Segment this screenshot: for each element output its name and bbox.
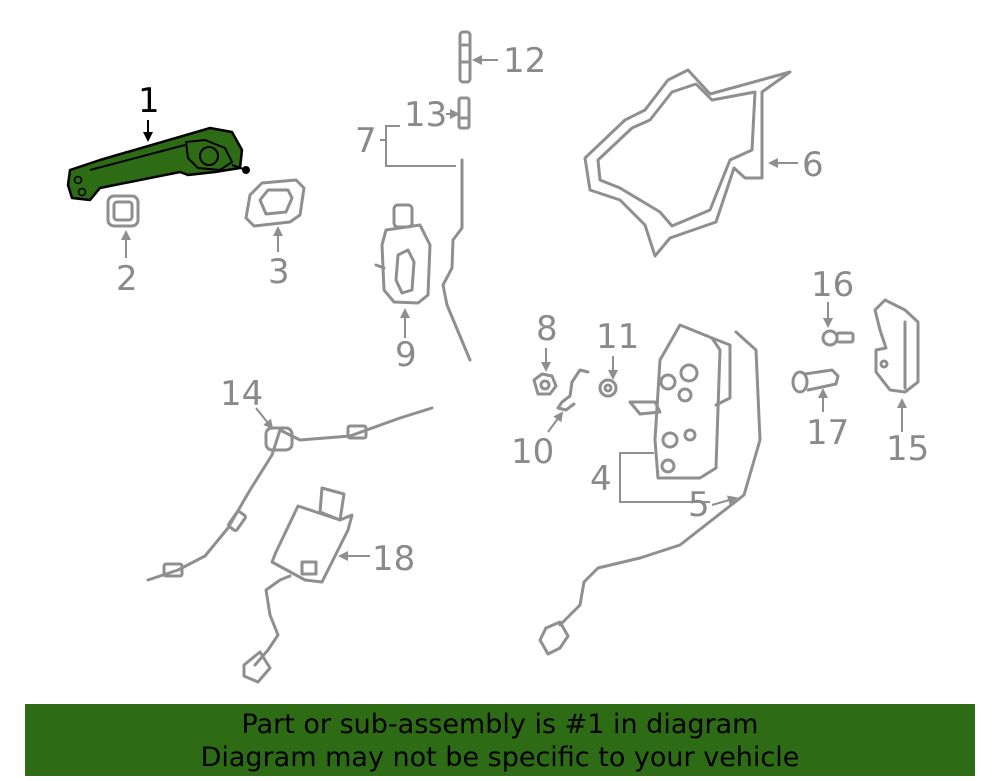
part-16-bolt[interactable] (821, 329, 855, 347)
callout-2[interactable]: 2 (116, 259, 138, 299)
callout-1[interactable]: 1 (138, 81, 160, 121)
callout-15[interactable]: 15 (886, 429, 929, 469)
part-13-clip[interactable] (457, 96, 471, 130)
part-3-bezel[interactable] (244, 178, 306, 228)
callout-18[interactable]: 18 (372, 539, 415, 579)
part-2-pad[interactable] (106, 194, 140, 228)
part-4-latch[interactable] (628, 323, 732, 480)
info-banner: Part or sub-assembly is #1 in diagram Di… (25, 704, 975, 776)
callout-16[interactable]: 16 (811, 265, 854, 305)
callout-6[interactable]: 6 (802, 145, 824, 185)
part-12-pin[interactable] (458, 30, 472, 84)
part-1-outside-handle[interactable] (66, 126, 250, 202)
banner-line-1: Part or sub-assembly is #1 in diagram (241, 709, 759, 740)
part-11-washer[interactable] (598, 378, 618, 398)
part-5-cable[interactable] (538, 330, 762, 656)
callout-3[interactable]: 3 (268, 252, 290, 292)
part-7-rod[interactable] (441, 158, 472, 362)
callout-11[interactable]: 11 (596, 317, 639, 357)
callout-4[interactable]: 4 (590, 459, 612, 499)
part-14-cable[interactable] (146, 406, 434, 582)
callout-10[interactable]: 10 (511, 432, 554, 472)
part-17-screw[interactable] (791, 368, 840, 394)
banner-line-2: Diagram may not be specific to your vehi… (200, 742, 800, 773)
callout-13[interactable]: 13 (404, 95, 447, 135)
callout-17[interactable]: 17 (806, 413, 849, 453)
parts-diagram: 1 2 3 12 13 7 9 (66, 30, 929, 684)
part-9-lock-cylinder[interactable] (374, 203, 432, 305)
callout-8[interactable]: 8 (536, 309, 558, 349)
part-10-clip[interactable] (556, 368, 590, 412)
callout-14[interactable]: 14 (220, 374, 263, 414)
callout-7[interactable]: 7 (355, 121, 377, 161)
callout-12[interactable]: 12 (503, 41, 546, 81)
callout-9[interactable]: 9 (395, 335, 417, 375)
part-6-shield[interactable] (583, 68, 792, 258)
part-18-actuator[interactable] (242, 486, 354, 684)
part-15-cover[interactable] (873, 298, 920, 394)
part-8-nut[interactable] (532, 372, 558, 396)
callout-5[interactable]: 5 (688, 485, 710, 525)
